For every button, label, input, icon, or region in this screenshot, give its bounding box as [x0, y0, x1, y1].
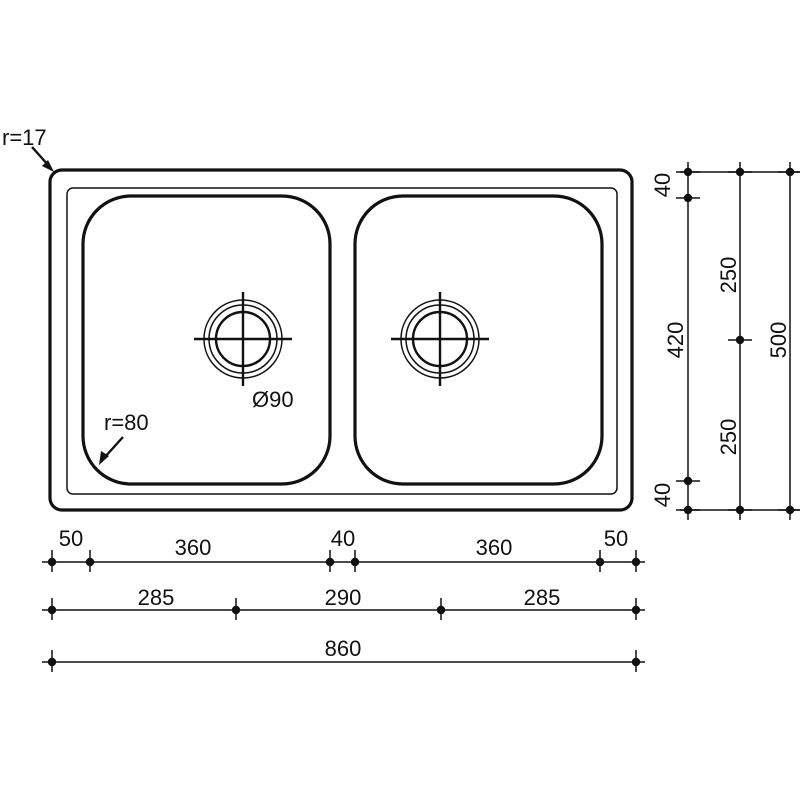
corner-radius-label: r=17	[2, 125, 47, 150]
vertical-dimension-col-2: 250 250	[716, 162, 752, 520]
dim-bottom-margin: 40	[650, 483, 675, 507]
extension-lines	[680, 171, 800, 511]
sink-body	[48, 168, 634, 512]
sink-inner-rim	[66, 187, 618, 495]
dim-right-bowl-width: 360	[476, 535, 513, 560]
dim-left-bowl-width: 360	[175, 535, 212, 560]
dim-total-width: 860	[325, 636, 362, 661]
corner-radius-callout: r=17	[2, 125, 54, 172]
dim-center-to-center: 290	[325, 585, 362, 610]
sink-outer-rim	[48, 168, 634, 512]
dim-upper-half: 250	[716, 257, 741, 294]
horizontal-dimension-row-1: 50 360 40 360 50	[42, 526, 645, 572]
dim-divider-width: 40	[331, 526, 355, 551]
bowl-radius-label: r=80	[104, 410, 149, 435]
left-bowl-outline	[81, 194, 332, 486]
left-bowl	[81, 194, 332, 486]
right-bowl-outline	[353, 194, 604, 486]
left-drain	[194, 292, 292, 386]
horizontal-dimension-row-2: 285 290 285	[42, 585, 645, 620]
dim-top-margin: 40	[650, 173, 675, 197]
horizontal-dimension-row-3: 860	[42, 636, 645, 672]
vertical-dimension-col-1: 40 420 40	[650, 162, 700, 520]
right-drain	[391, 292, 489, 386]
dim-right-center: 285	[524, 585, 561, 610]
dim-total-depth: 500	[766, 322, 791, 359]
dim-right-margin: 50	[604, 526, 628, 551]
bowl-radius-callout: r=80	[99, 410, 149, 465]
right-bowl	[353, 194, 604, 486]
drain-diameter-label: Ø90	[252, 387, 294, 412]
dim-left-center: 285	[138, 585, 175, 610]
dim-left-margin: 50	[59, 526, 83, 551]
dim-lower-half: 250	[716, 419, 741, 456]
dim-bowl-depth: 420	[663, 322, 688, 359]
vertical-dimension-col-3: 500	[766, 162, 800, 520]
